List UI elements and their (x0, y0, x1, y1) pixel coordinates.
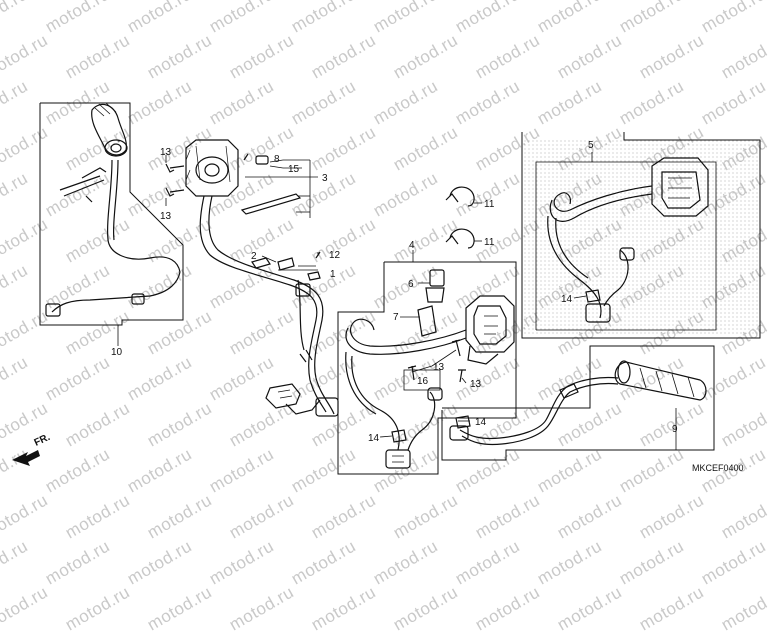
right-side-assembly-5 (547, 157, 709, 323)
callout-5: 5 (588, 140, 594, 151)
right-switch-assembly (345, 269, 515, 469)
throttle-pulley-part (45, 102, 181, 317)
callout-15: 15 (288, 164, 300, 175)
watermark-text: motod.ru (62, 582, 134, 635)
callout-12: 12 (329, 250, 341, 261)
group-box-4 (337, 261, 517, 475)
callout-14a: 14 (561, 294, 573, 305)
group-box-10 (39, 102, 184, 326)
grip-heater-part-9 (449, 360, 707, 446)
callout-13b: 13 (160, 211, 172, 222)
left-switch-assembly (165, 139, 339, 417)
callout-14c: 14 (368, 433, 380, 444)
callout-16: 16 (417, 376, 429, 387)
callout-4: 4 (409, 240, 415, 251)
leader-lines-right (379, 295, 587, 438)
callout-1: 1 (330, 269, 336, 280)
watermark-text: motod.ru (636, 582, 708, 635)
watermark-text: motod.ru (0, 582, 52, 635)
watermark-text: motod.ru (554, 582, 626, 635)
watermark-text: motod.ru (226, 582, 298, 635)
callout-3: 3 (322, 173, 328, 184)
callout-2: 2 (251, 251, 257, 262)
callout-13a: 13 (160, 147, 172, 158)
cable-clamps-11 (445, 186, 482, 249)
diagram-code: MKCEF0400 (692, 463, 744, 473)
callout-6: 6 (408, 279, 414, 290)
callout-13c: 13 (433, 362, 445, 373)
callout-11b: 11 (484, 237, 495, 248)
watermark-text: motod.ru (144, 582, 216, 635)
callout-7: 7 (393, 312, 399, 323)
group-box-9 (441, 345, 715, 461)
watermark-text: motod.ru (390, 582, 462, 635)
diagram-drawing: FR. 1 2 3 4 5 6 7 8 9 10 11 11 12 13 13 … (12, 102, 761, 475)
group-box-5 (521, 132, 761, 339)
callout-8: 8 (274, 154, 280, 165)
watermark-text: motod.ru (308, 582, 380, 635)
shaded-area (522, 140, 760, 336)
callout-9: 9 (672, 424, 678, 435)
callout-11a: 11 (484, 199, 495, 210)
callout-13d: 13 (470, 379, 482, 390)
direction-label: FR. (33, 432, 52, 449)
callout-labels: 1 2 3 4 5 6 7 8 9 10 11 11 12 13 13 13 1… (111, 140, 678, 444)
callout-10: 10 (111, 347, 123, 358)
watermark-text: motod.ru (718, 582, 768, 635)
front-direction-indicator: FR. (12, 432, 52, 466)
leader-lines-left (118, 140, 319, 271)
callout-14b: 14 (475, 417, 487, 428)
watermark-text: motod.ru (472, 582, 544, 635)
